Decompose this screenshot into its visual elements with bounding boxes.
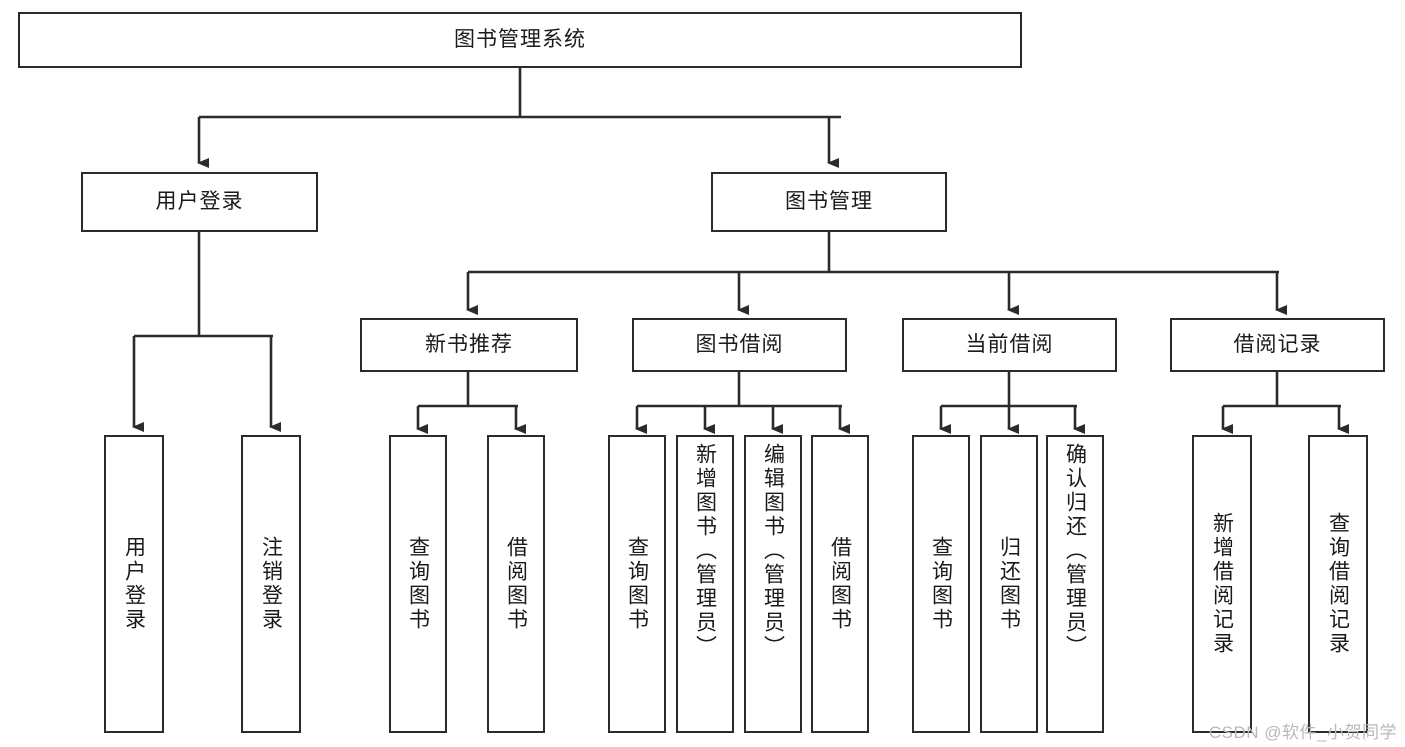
leaf-borrow-book-1[interactable]: 借阅图书 bbox=[487, 435, 545, 733]
node-book-borrow[interactable]: 图书借阅 bbox=[632, 318, 847, 372]
leaf-return-book-label: 归还图书 bbox=[997, 536, 1021, 632]
leaf-confirm-return-label: 确认归还（管理员） bbox=[1063, 443, 1087, 659]
node-borrow-record-label: 借阅记录 bbox=[1233, 333, 1322, 357]
leaf-user-login[interactable]: 用户登录 bbox=[104, 435, 164, 733]
node-book-management-label: 图书管理 bbox=[785, 190, 873, 214]
leaf-add-book[interactable]: 新增图书（管理员） bbox=[676, 435, 734, 733]
leaf-query-book-1-label: 查询图书 bbox=[406, 536, 430, 632]
leaf-query-book-3-label: 查询图书 bbox=[929, 536, 953, 632]
node-book-borrow-label: 图书借阅 bbox=[695, 333, 784, 357]
node-user-login[interactable]: 用户登录 bbox=[81, 172, 318, 232]
leaf-query-book-1[interactable]: 查询图书 bbox=[389, 435, 447, 733]
leaf-borrow-book-2-label: 借阅图书 bbox=[828, 536, 852, 632]
leaf-return-book[interactable]: 归还图书 bbox=[980, 435, 1038, 733]
leaf-user-login-label: 用户登录 bbox=[122, 536, 146, 632]
leaf-query-record-label: 查询借阅记录 bbox=[1326, 512, 1350, 656]
leaf-edit-book[interactable]: 编辑图书（管理员） bbox=[744, 435, 802, 733]
node-current-borrow[interactable]: 当前借阅 bbox=[902, 318, 1117, 372]
node-root[interactable]: 图书管理系统 bbox=[18, 12, 1022, 68]
leaf-add-record-label: 新增借阅记录 bbox=[1210, 512, 1234, 656]
leaf-query-book-3[interactable]: 查询图书 bbox=[912, 435, 970, 733]
node-borrow-record[interactable]: 借阅记录 bbox=[1170, 318, 1385, 372]
leaf-query-book-2[interactable]: 查询图书 bbox=[608, 435, 666, 733]
leaf-borrow-book-2[interactable]: 借阅图书 bbox=[811, 435, 869, 733]
leaf-logout[interactable]: 注销登录 bbox=[241, 435, 301, 733]
leaf-query-book-2-label: 查询图书 bbox=[625, 536, 649, 632]
leaf-edit-book-label: 编辑图书（管理员） bbox=[761, 443, 785, 659]
node-book-management[interactable]: 图书管理 bbox=[711, 172, 947, 232]
node-current-borrow-label: 当前借阅 bbox=[965, 333, 1054, 357]
csdn-watermark: CSDN @软件_小贺同学 bbox=[1208, 723, 1397, 742]
leaf-borrow-book-1-label: 借阅图书 bbox=[504, 536, 528, 632]
node-new-book-recommend[interactable]: 新书推荐 bbox=[360, 318, 578, 372]
node-new-book-recommend-label: 新书推荐 bbox=[425, 333, 513, 357]
node-root-label: 图书管理系统 bbox=[454, 28, 586, 52]
leaf-logout-label: 注销登录 bbox=[259, 536, 283, 632]
leaf-confirm-return[interactable]: 确认归还（管理员） bbox=[1046, 435, 1104, 733]
leaf-add-record[interactable]: 新增借阅记录 bbox=[1192, 435, 1252, 733]
leaf-query-record[interactable]: 查询借阅记录 bbox=[1308, 435, 1368, 733]
leaf-add-book-label: 新增图书（管理员） bbox=[693, 443, 717, 659]
node-user-login-label: 用户登录 bbox=[155, 190, 244, 214]
